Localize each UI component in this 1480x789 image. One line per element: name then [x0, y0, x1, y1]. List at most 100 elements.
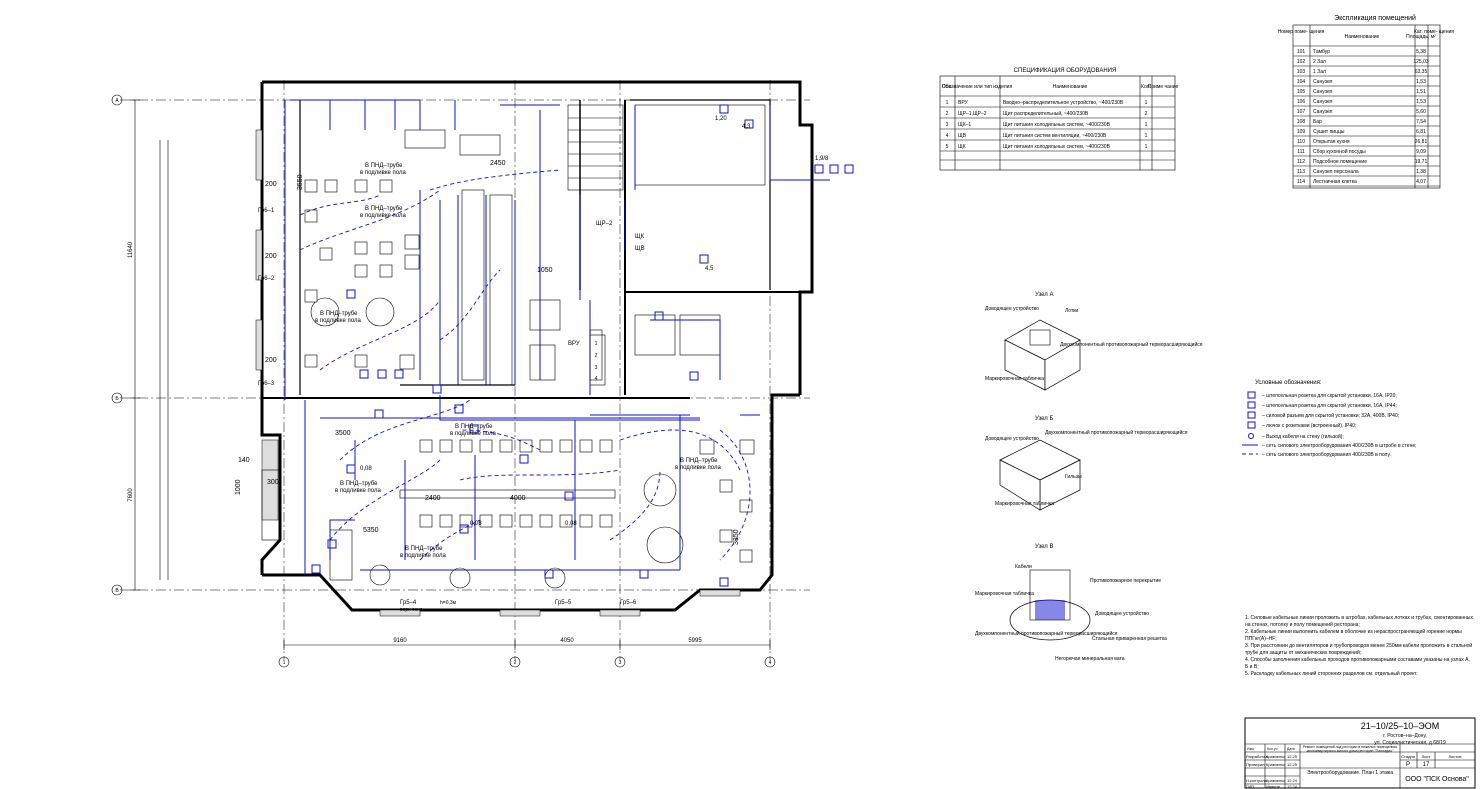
- room-cell: 7,54: [1416, 119, 1426, 125]
- node-a-label-2: Двухкомпонентный противопожарный термора…: [1060, 341, 1203, 348]
- stamp-person: Кравченко: [1266, 754, 1286, 759]
- axis-label-c: В: [115, 588, 119, 594]
- stamp-date: 12.25: [1287, 754, 1298, 759]
- sheet-name: Электрооборудование. План 1 этажа: [1306, 770, 1394, 776]
- room-cell: 1,38: [1416, 169, 1426, 175]
- axis-markers: А Б В 1 2 3 4: [111, 94, 776, 668]
- svg-text:1: 1: [1145, 122, 1148, 128]
- cable-exit-icon: [1248, 433, 1254, 439]
- svg-text:2: 2: [946, 111, 949, 117]
- room-cell: 112: [1297, 159, 1305, 165]
- dim-140: 140: [238, 457, 250, 464]
- project-description: Ремонт помещений под ресторан в нежилых …: [1302, 745, 1398, 753]
- notes: 1. Силовые кабельные линии проложить в ш…: [1245, 615, 1473, 677]
- note-item: 2. Кабельные линии выполнить кабелем в о…: [1245, 629, 1462, 642]
- stamp-stage: Р: [1406, 762, 1410, 768]
- label-val-3: 1,9/8: [815, 156, 829, 162]
- stamp-role: Проверил: [1246, 762, 1265, 767]
- legend: Условные обозначения: – штепсельная розе…: [1242, 380, 1417, 458]
- label-height: h=0,3м: [440, 600, 457, 606]
- socket-ip44-icon: [1247, 401, 1256, 409]
- dim-5350: 5350: [363, 527, 379, 534]
- label-val-5: 0,08: [565, 521, 577, 527]
- svg-text:Щит питания холодильных систем: Щит питания холодильных систем, ~400/230…: [1003, 144, 1111, 150]
- stair: [261, 104, 624, 541]
- room-cell: 5,38: [1416, 49, 1426, 55]
- room-cell: Подсобное помещение: [1313, 159, 1367, 165]
- label-pnd-6: В ПНД–трубе: [405, 546, 443, 552]
- room-cell: 108: [1297, 119, 1306, 125]
- label-val-4: 0,08: [360, 466, 372, 472]
- room-row: 113 Санузел персонала 1,38: [1297, 169, 1426, 175]
- panel-label-shv: ЩВ: [635, 246, 645, 252]
- room-cell: 107: [1297, 109, 1306, 115]
- label-gr5-4: Гр5–4: [400, 600, 417, 606]
- stamp-person: Кравченко: [1266, 762, 1286, 767]
- label-pnd-1b: в подливке пола: [360, 170, 407, 176]
- svg-text:Вводно–распределительное устро: Вводно–распределительное устройство, ~40…: [1003, 99, 1124, 106]
- dim-3550: 3550: [297, 174, 304, 190]
- svg-text:1: 1: [946, 100, 949, 106]
- room-cell: 103: [1297, 69, 1306, 75]
- svg-text:Щит питания систем вентиляции,: Щит питания систем вентиляции, ~400/230В: [1003, 133, 1107, 139]
- spec-h1: Обозначение или тип изделия: [942, 84, 1013, 90]
- svg-text:3: 3: [595, 365, 598, 371]
- spec-h4: Приме чание: [1148, 84, 1179, 90]
- svg-text:4: 4: [595, 376, 598, 382]
- stamp-hdr: Кол.уч: [1267, 747, 1278, 751]
- dim-1050: 1050: [537, 267, 553, 274]
- spec-table: СПЕЦИФИКАЦИЯ ОБОРУДОВАНИЯ Поз. Обозначен…: [939, 68, 1179, 171]
- stamp-role: Разработал: [1246, 754, 1268, 759]
- node-b-label-1: Двухкомпонентный противопожарный термора…: [1045, 429, 1188, 436]
- svg-text:1: 1: [1145, 100, 1148, 106]
- stamp-sheet-h: Лист: [1422, 754, 1431, 759]
- room-cell: 104: [1297, 79, 1306, 85]
- room-cell: Лестничная клетка: [1313, 179, 1357, 185]
- spec-row: 5 ЩК Щит питания холодильных систем, ~40…: [946, 144, 1148, 150]
- room-cell: 109: [1297, 129, 1306, 135]
- dim-1000: 1000: [235, 479, 242, 495]
- spec-h2: Наименование: [1053, 84, 1088, 90]
- node-c-label-4: Доводящее устройство: [1095, 610, 1149, 617]
- label-gr5-6: Гр5–6: [620, 600, 637, 606]
- axis-label-1: 1: [283, 660, 286, 666]
- node-a: Узел А Лотки Двухкомпонентный противопож…: [985, 292, 1203, 391]
- label-val-2: 4,3: [742, 124, 751, 130]
- room-cell: 26,81: [1415, 139, 1428, 145]
- label-pnd-1: В ПНД–трубе: [365, 163, 403, 169]
- spec-h3: Кол.: [1141, 84, 1151, 90]
- stamp-sheet: 17: [1423, 762, 1430, 768]
- rooms-h3: Кат. поме- щения: [1414, 29, 1454, 35]
- node-c-title: Узел В: [1035, 544, 1053, 550]
- power-connector-icon: [1247, 411, 1256, 419]
- node-a-label-4: Маркировочная табличка: [985, 376, 1044, 382]
- node-c: Узел В Кабели Противопожарное перекрытие…: [975, 544, 1167, 662]
- svg-text:Щит распределительный, ~400/23: Щит распределительный, ~400/230В: [1003, 110, 1089, 117]
- room-cell: 113: [1297, 169, 1305, 175]
- room-cell: Сушит пиццы: [1313, 129, 1345, 135]
- organization-name: ООО "ПСК Основа": [1405, 776, 1469, 783]
- svg-text:ЩК–1: ЩК–1: [958, 122, 971, 128]
- room-cell: Санузел: [1313, 109, 1333, 115]
- node-b-label-4: Маркировочная табличка: [995, 501, 1054, 507]
- svg-text:1: 1: [1145, 144, 1148, 150]
- dim-2400: 2400: [425, 495, 441, 502]
- label-pnd-5b: в подливке пола: [335, 488, 382, 494]
- stamp-person: Иванов: [1266, 784, 1280, 789]
- legend-title: Условные обозначения:: [1255, 380, 1322, 386]
- svg-text:1: 1: [595, 341, 598, 347]
- dim-200-c: 200: [265, 357, 277, 364]
- svg-text:2: 2: [1145, 111, 1148, 117]
- node-a-label-3: Доводящее устройство: [985, 305, 1039, 312]
- room-cell: Санузел персонала: [1313, 169, 1359, 175]
- spec-h0: Поз.: [942, 84, 952, 90]
- stamp-hdr: Дата: [1287, 747, 1295, 751]
- label-pnd-5: В ПНД–трубе: [340, 481, 378, 487]
- dim-4050: 4050: [560, 638, 574, 644]
- stamp-date: 12.24: [1287, 778, 1298, 783]
- dim-3350: 3350: [733, 529, 740, 545]
